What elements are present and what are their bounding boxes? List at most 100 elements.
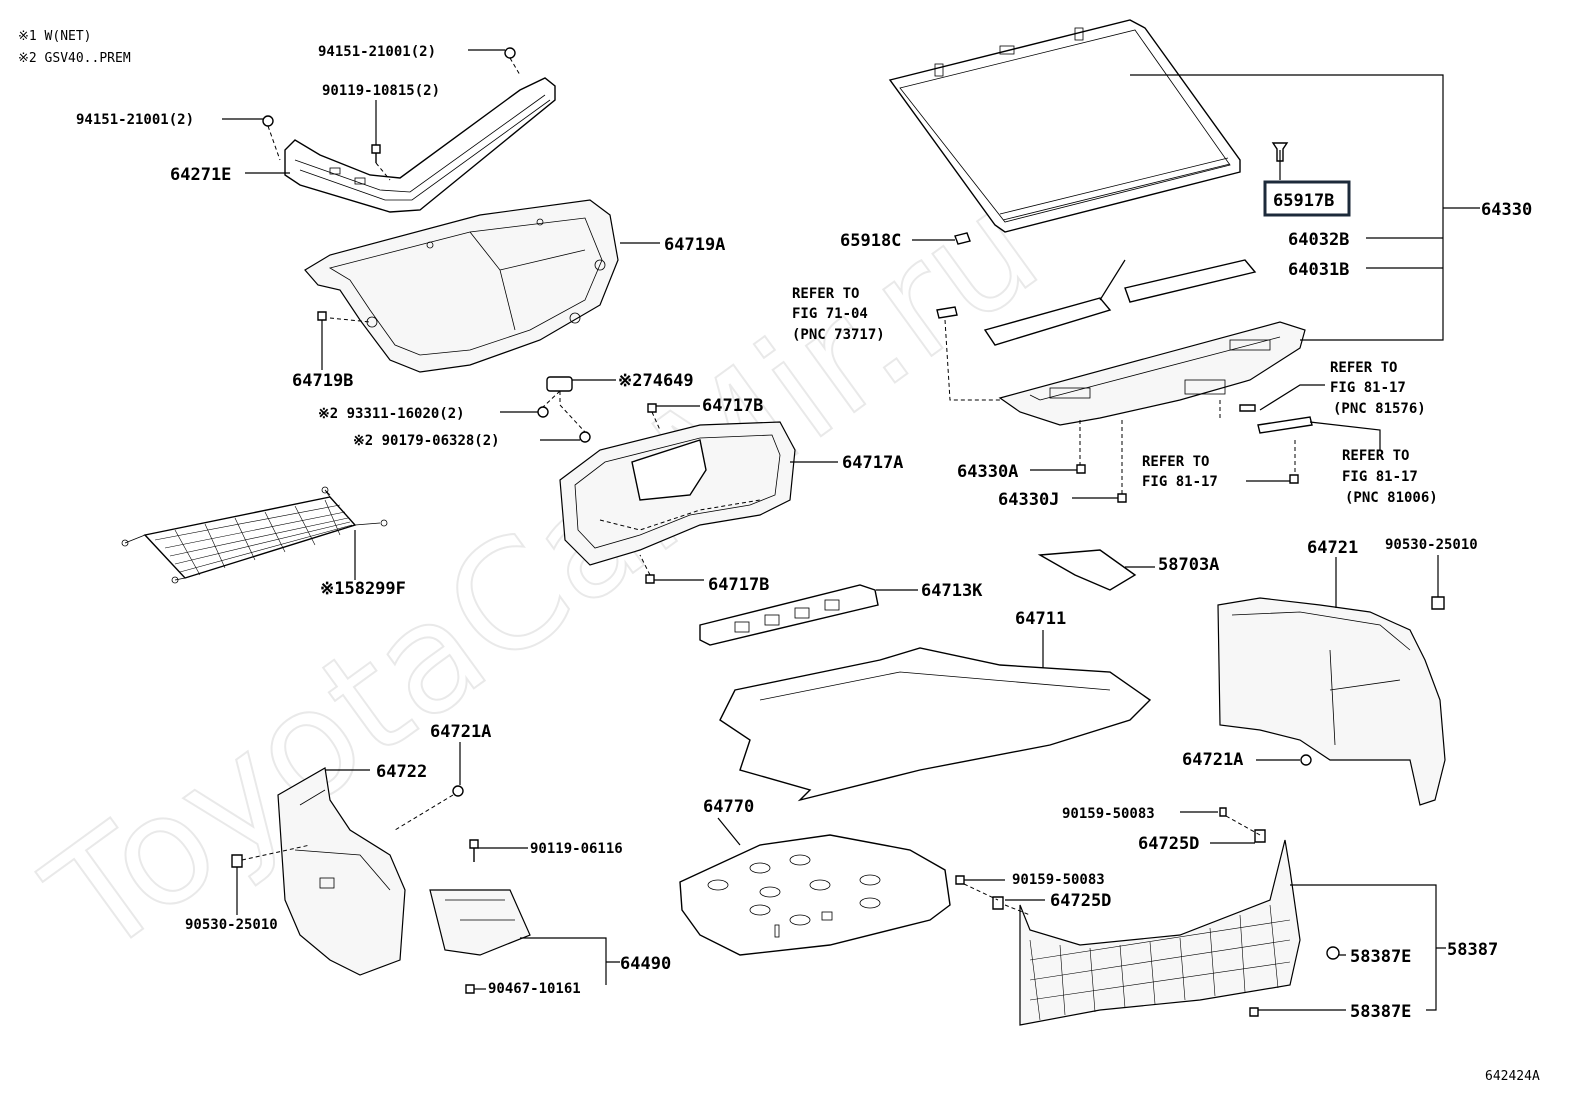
- label-64719A[interactable]: 64719A: [664, 235, 725, 255]
- figure-id: 642424A: [1485, 1069, 1540, 1084]
- label-58387E-top[interactable]: 58387E: [1350, 947, 1411, 967]
- label-90119-06116[interactable]: 90119-06116: [530, 841, 623, 857]
- trunk-lid-frame-64271E[interactable]: [284, 77, 556, 213]
- label-65918C[interactable]: 65918C: [840, 231, 901, 251]
- refer-81006-line2: FIG 81-17: [1342, 469, 1418, 485]
- label-64717B-bottom[interactable]: 64717B: [708, 575, 769, 595]
- side-trim-64722-left[interactable]: [277, 767, 406, 976]
- cargo-net-58299F[interactable]: [121, 486, 388, 584]
- clip-64719B-icon[interactable]: [317, 311, 327, 321]
- label-58703A[interactable]: 58703A: [1158, 555, 1219, 575]
- label-64490[interactable]: 64490: [620, 954, 671, 974]
- clip-65918C-icon[interactable]: [954, 232, 971, 245]
- trim-bar-64713K[interactable]: [699, 584, 879, 646]
- refer-73717-line1: REFER TO: [792, 286, 859, 302]
- clip-58387E-bottom-icon[interactable]: [1249, 1007, 1259, 1017]
- label-90530-left[interactable]: 90530-25010: [185, 917, 278, 933]
- clip-58387E-top-icon[interactable]: [1326, 946, 1340, 960]
- rear-panel-58387[interactable]: [1019, 839, 1301, 1026]
- label-90159-top[interactable]: 90159-50083: [1062, 806, 1155, 822]
- label-64721[interactable]: 64721: [1307, 538, 1358, 558]
- clip-64725D-mid-icon[interactable]: [992, 896, 1004, 910]
- label-90530-right[interactable]: 90530-25010: [1385, 537, 1478, 553]
- refer-81576-line2: FIG 81-17: [1330, 380, 1406, 396]
- clip-64330J-icon[interactable]: [1117, 493, 1127, 503]
- screw-90159-top-icon[interactable]: [1219, 807, 1227, 817]
- bolt-90467-icon[interactable]: [465, 984, 475, 994]
- label-94151-left[interactable]: 94151-21001(2): [76, 112, 194, 128]
- label-64721A-right[interactable]: 64721A: [1182, 750, 1243, 770]
- clip-64725D-top-icon[interactable]: [1254, 829, 1266, 843]
- label-64271E[interactable]: 64271E: [170, 165, 231, 185]
- clip-64721A-left-icon[interactable]: [452, 785, 464, 797]
- label-64725D-top[interactable]: 64725D: [1138, 834, 1199, 854]
- bolt-90119-06116-icon[interactable]: [469, 839, 479, 862]
- highlight-box-65917B: [1263, 180, 1351, 217]
- refer-81576-line3: (PNC 81576): [1333, 401, 1426, 417]
- label-74649[interactable]: ※274649: [618, 371, 694, 391]
- bracket-81006[interactable]: [1257, 416, 1313, 434]
- label-90467[interactable]: 90467-10161: [488, 981, 581, 997]
- label-93311[interactable]: ※2 93311-16020(2): [318, 406, 465, 422]
- bolt-90119-10815-icon[interactable]: [371, 144, 381, 163]
- label-64031B[interactable]: 64031B: [1288, 260, 1349, 280]
- trunk-lid-lining-64719A[interactable]: [304, 199, 619, 373]
- clip-64330A-icon[interactable]: [1076, 464, 1086, 474]
- screw-81-17-icon[interactable]: [1289, 474, 1299, 484]
- label-58299F[interactable]: ※158299F: [320, 579, 406, 599]
- clip-64721A-right-icon[interactable]: [1300, 754, 1312, 766]
- label-64330J[interactable]: 64330J: [998, 490, 1059, 510]
- roller-shade-64330[interactable]: [888, 19, 1241, 233]
- side-trim-64721-right[interactable]: [1217, 597, 1446, 806]
- nut-90179-icon[interactable]: [579, 431, 591, 443]
- mat-58703A[interactable]: [1037, 549, 1137, 591]
- label-94151-top[interactable]: 94151-21001(2): [318, 44, 436, 60]
- refer-73717-line3: (PNC 73717): [792, 327, 885, 343]
- screw-90159-mid-icon[interactable]: [955, 875, 965, 885]
- label-64711[interactable]: 64711: [1015, 609, 1066, 629]
- screw-93311-icon[interactable]: [537, 406, 549, 418]
- refer-73717-line2: FIG 71-04: [792, 306, 868, 322]
- part-labels: 94151-21001(2) 90119-10815(2) 94151-2100…: [76, 44, 1540, 1084]
- clip-73717-icon[interactable]: [936, 306, 958, 319]
- clip-90530-right-icon[interactable]: [1431, 596, 1445, 610]
- clip-90530-left-icon[interactable]: [231, 854, 243, 868]
- trunk-lid-cover-64717A[interactable]: [559, 421, 796, 566]
- note-1: ※1 W(NET): [18, 29, 92, 44]
- label-64770[interactable]: 64770: [703, 797, 754, 817]
- label-65917B[interactable]: 65917B: [1273, 191, 1334, 211]
- clip-64717B-top-icon[interactable]: [647, 403, 657, 413]
- label-64725D-mid[interactable]: 64725D: [1050, 891, 1111, 911]
- handle-74649[interactable]: [546, 376, 573, 392]
- strip-64032B[interactable]: [983, 297, 1112, 346]
- clip-94151-top-icon[interactable]: [504, 47, 516, 59]
- strip-64031B[interactable]: [1124, 259, 1257, 303]
- label-64032B[interactable]: 64032B: [1288, 230, 1349, 250]
- label-64722[interactable]: 64722: [376, 762, 427, 782]
- clip-94151-left-icon[interactable]: [262, 115, 274, 127]
- refer-81576-line1: REFER TO: [1330, 360, 1397, 376]
- refer-817-line1: REFER TO: [1142, 454, 1209, 470]
- label-64713K[interactable]: 64713K: [921, 581, 983, 601]
- deck-board-64770[interactable]: [679, 834, 951, 956]
- label-64717B-top[interactable]: 64717B: [702, 396, 763, 416]
- label-90179[interactable]: ※2 90179-06328(2): [353, 433, 500, 449]
- label-64717A[interactable]: 64717A: [842, 453, 903, 473]
- label-64719B[interactable]: 64719B: [292, 371, 353, 391]
- label-64330A[interactable]: 64330A: [957, 462, 1018, 482]
- label-90119-10815[interactable]: 90119-10815(2): [322, 83, 440, 99]
- note-2: ※2 GSV40..PREM: [18, 51, 131, 66]
- clip-64717B-bottom-icon[interactable]: [645, 574, 655, 584]
- floor-mat-64711[interactable]: [719, 647, 1152, 802]
- leader-lines: [222, 49, 1480, 1011]
- tray-box-64490[interactable]: [429, 889, 531, 956]
- label-90159-mid[interactable]: 90159-50083: [1012, 872, 1105, 888]
- label-64330[interactable]: 64330: [1481, 200, 1532, 220]
- bracket-81576[interactable]: [1239, 404, 1256, 412]
- label-58387E-bottom[interactable]: 58387E: [1350, 1002, 1411, 1022]
- package-tray-64330[interactable]: [998, 321, 1306, 426]
- label-64721A-left[interactable]: 64721A: [430, 722, 491, 742]
- label-58387[interactable]: 58387: [1447, 940, 1498, 960]
